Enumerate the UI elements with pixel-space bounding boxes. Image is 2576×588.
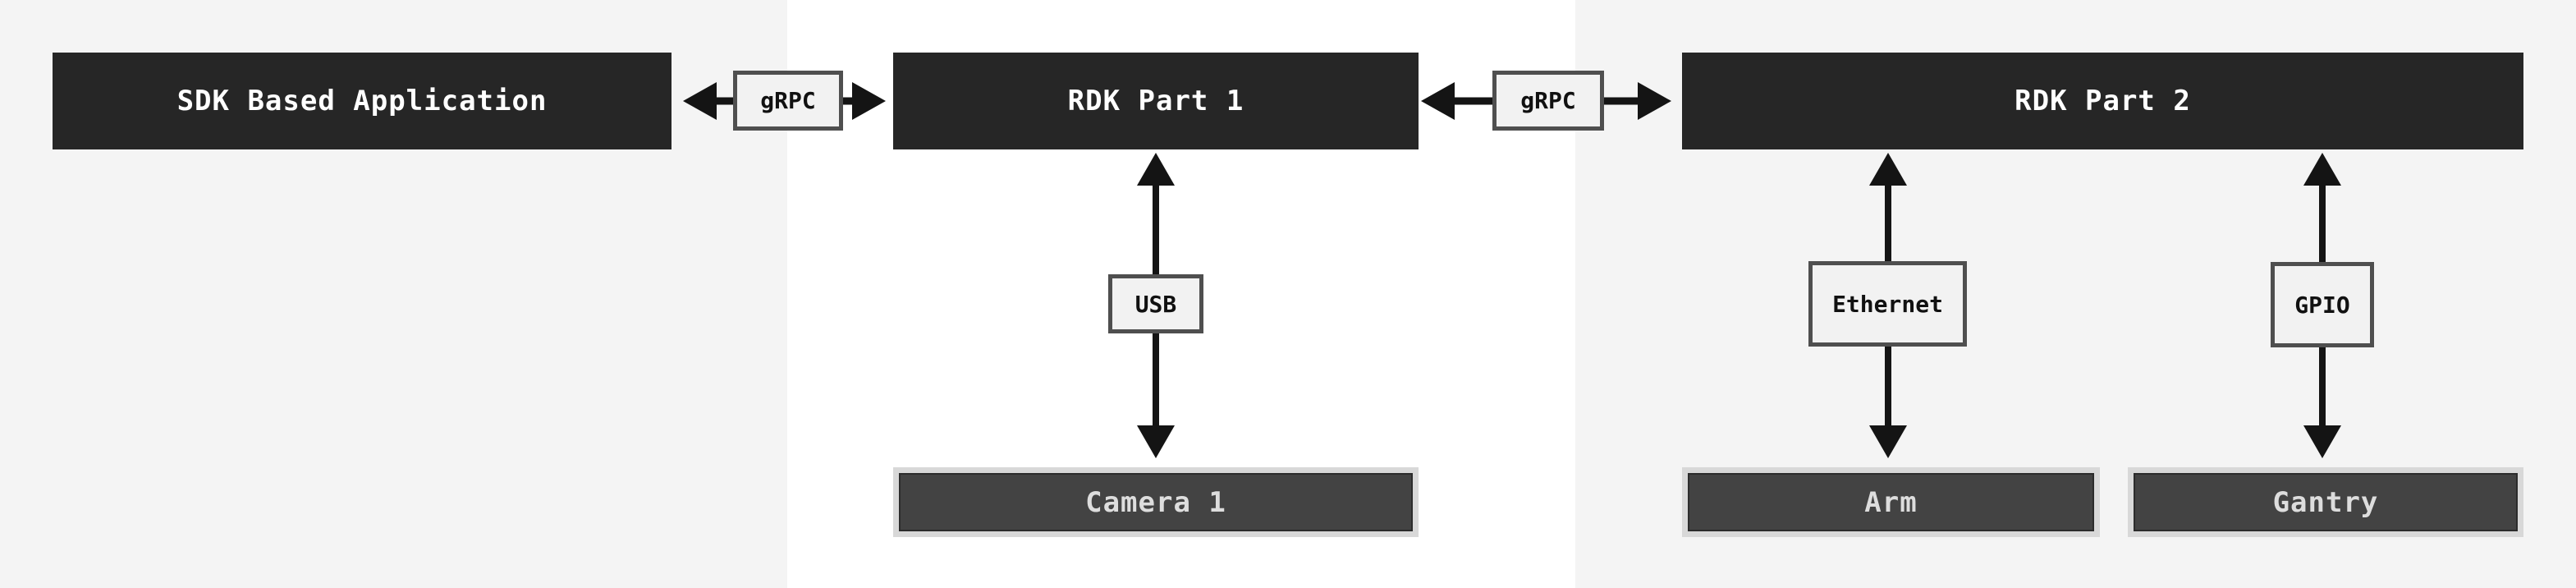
gantry-device-inner: Gantry [2134,473,2518,531]
gpio-label: GPIO [2294,291,2350,319]
gantry-device-box: Gantry [2128,467,2523,537]
camera-1-device-inner: Camera 1 [899,473,1413,531]
gpio-label-box: GPIO [2271,262,2374,347]
arm-device-inner: Arm [1688,473,2094,531]
rdk-part-1-node: RDK Part 1 [893,53,1419,149]
grpc-right-label: gRPC [1520,87,1576,114]
grpc-left-label: gRPC [760,87,816,114]
usb-label: USB [1134,290,1177,318]
rdk-part-2-label: RDK Part 2 [2015,85,2191,117]
arm-device-box: Arm [1682,467,2100,537]
ethernet-label: Ethernet [1832,290,1943,318]
rdk-part-1-label: RDK Part 1 [1067,85,1244,117]
sdk-based-application-node: SDK Based Application [53,53,672,149]
ethernet-label-box: Ethernet [1808,261,1967,347]
usb-label-box: USB [1108,274,1203,333]
sdk-based-application-label: SDK Based Application [176,85,548,117]
camera-1-label: Camera 1 [1085,485,1226,519]
rdk-part-2-node: RDK Part 2 [1682,53,2523,149]
grpc-left-label-box: gRPC [733,71,843,131]
camera-1-device-box: Camera 1 [893,467,1419,537]
arm-label: Arm [1864,485,1918,519]
grpc-right-label-box: gRPC [1492,71,1604,131]
gantry-label: Gantry [2272,485,2379,519]
